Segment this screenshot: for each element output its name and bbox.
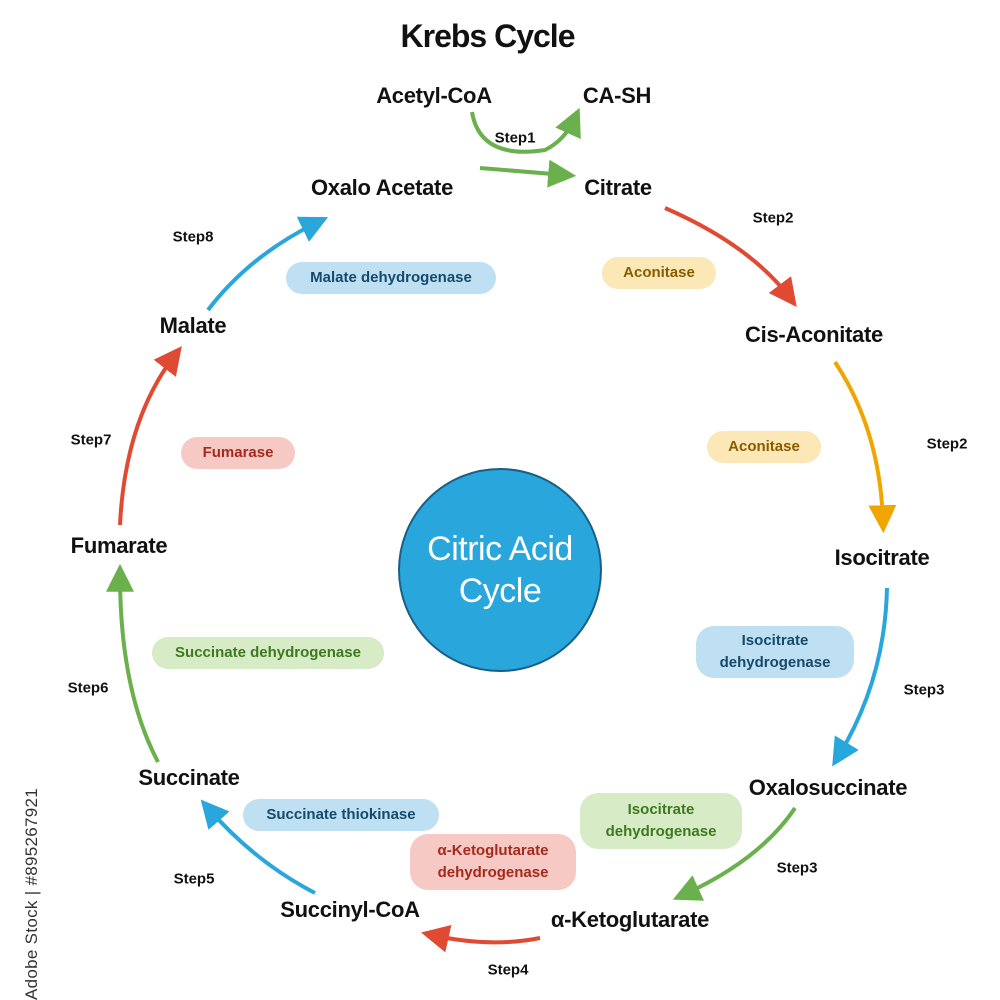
- node-isocitrate: Isocitrate: [834, 545, 930, 570]
- enzyme-alpha-ketoglutarate-dehydrogenase: α-Ketoglutarate dehydrogenase: [410, 834, 576, 890]
- enzyme-aconitase-1-label: Aconitase: [623, 264, 695, 281]
- enzyme-idh2-line2: dehydrogenase: [605, 823, 717, 840]
- step4-label: Step4: [487, 961, 529, 979]
- arrow-step5-blue: [200, 799, 316, 895]
- enzyme-isocitrate-dehydrogenase-2: Isocitrate dehydrogenase: [580, 793, 742, 849]
- node-oxalosuccinate: Oxalosuccinate: [748, 775, 908, 800]
- center-line2: Cycle: [458, 572, 542, 610]
- step3-label-b: Step3: [776, 859, 818, 877]
- enzyme-akgdh-line2: dehydrogenase: [437, 864, 549, 881]
- arrow-step8-blue: [206, 216, 329, 312]
- enzyme-isocitrate-dehydrogenase-1: Isocitrate dehydrogenase: [696, 626, 854, 678]
- enzyme-idh1-line1: Isocitrate: [741, 632, 809, 649]
- diagram-title: Krebs Cycle: [400, 18, 576, 54]
- enzyme-idh2-line1: Isocitrate: [627, 801, 695, 818]
- node-oxalo-acetate: Oxalo Acetate: [310, 175, 454, 200]
- enzyme-aconitase-1: Aconitase: [602, 257, 716, 289]
- enzyme-malate-dehydrogenase: Malate dehydrogenase: [286, 262, 496, 294]
- arrow-step4-red: [421, 925, 541, 953]
- node-succinate: Succinate: [138, 765, 240, 790]
- enzyme-fumarase: Fumarase: [181, 437, 295, 469]
- enzyme-succinate-thiokinase: Succinate thiokinase: [243, 799, 439, 831]
- arrow-step2-red: [664, 206, 797, 307]
- step2-label-a: Step2: [752, 209, 794, 227]
- step6-label: Step6: [67, 679, 109, 697]
- enzyme-succinate-dehydrogenase: Succinate dehydrogenase: [152, 637, 384, 669]
- step5-label: Step5: [173, 870, 215, 888]
- node-fumarate: Fumarate: [70, 533, 168, 558]
- citric-acid-cycle-circle: Citric Acid Cycle: [398, 468, 602, 672]
- arrow-step2-yellow: [833, 360, 897, 534]
- node-acetyl-coa: Acetyl-CoA: [376, 83, 492, 108]
- arrow-step1-casH: [470, 107, 581, 154]
- arrow-step7-red: [118, 346, 182, 526]
- step3-label-a: Step3: [903, 681, 945, 699]
- step1-label: Step1: [494, 129, 536, 147]
- enzyme-succinate-thiokinase-label: Succinate thiokinase: [266, 806, 416, 823]
- node-citrate: Citrate: [584, 175, 652, 200]
- enzyme-malate-dehydrogenase-label: Malate dehydrogenase: [310, 269, 472, 286]
- node-malate: Malate: [159, 313, 227, 338]
- enzyme-aconitase-2-label: Aconitase: [728, 438, 800, 455]
- arrow-step6-green: [106, 563, 160, 763]
- enzyme-fumarase-label: Fumarase: [202, 444, 274, 461]
- enzyme-idh1-line2: dehydrogenase: [719, 654, 831, 671]
- enzyme-akgdh-line1: α-Ketoglutarate: [437, 842, 549, 859]
- step8-label: Step8: [172, 228, 214, 246]
- arrow-step1-citrate: [479, 159, 577, 188]
- node-cis-aconitate: Cis-Aconitate: [745, 322, 883, 347]
- stock-watermark-id: Adobe Stock | #895267921: [22, 787, 41, 1000]
- node-succinyl-coa: Succinyl-CoA: [280, 897, 420, 922]
- step7-label: Step7: [70, 431, 112, 449]
- step2-label-b: Step2: [926, 435, 968, 453]
- node-alpha-ketoglutarate: α-Ketoglutarate: [550, 907, 710, 932]
- arrow-step3-blue: [832, 587, 889, 767]
- center-line1: Citric Acid: [427, 530, 573, 568]
- arrow-step3-green: [672, 806, 797, 901]
- enzyme-succinate-dehydrogenase-label: Succinate dehydrogenase: [175, 644, 361, 661]
- enzyme-aconitase-2: Aconitase: [707, 431, 821, 463]
- node-ca-sh: CA-SH: [582, 83, 652, 108]
